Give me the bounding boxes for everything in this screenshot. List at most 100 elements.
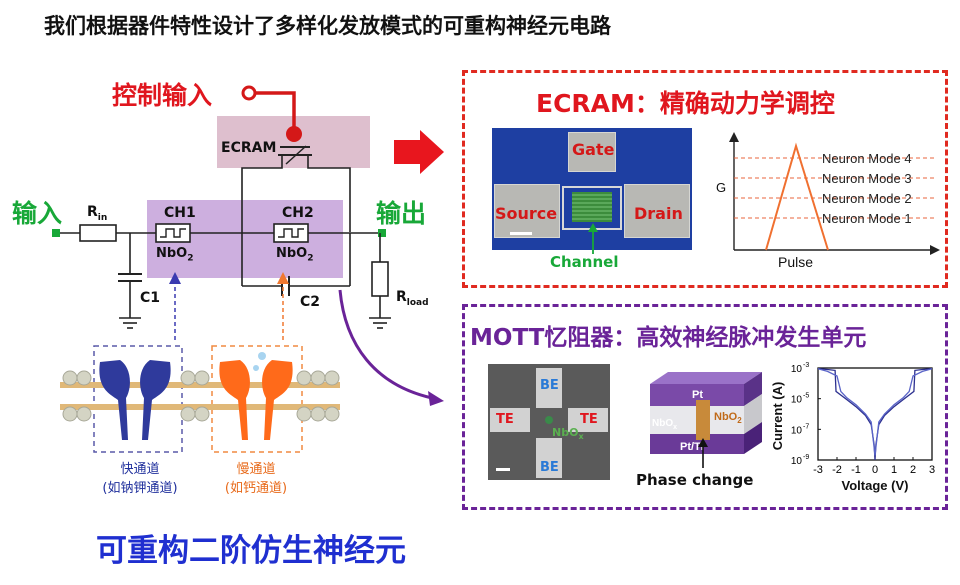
iv-x-tick-label: 2: [910, 464, 916, 476]
ch2-element: [273, 223, 309, 243]
rin-label: Rin: [87, 204, 107, 223]
bottom-title: 可重构二阶仿生神经元: [96, 533, 406, 569]
gate-pad: [568, 132, 616, 172]
drain-label: Drain: [634, 204, 683, 223]
iv-xlabel: Voltage (V): [842, 478, 909, 493]
source-pad: [494, 184, 560, 238]
ch1-material-formula: NbO: [156, 246, 188, 261]
iv-y-tick-label: 10: [791, 364, 803, 375]
iv-x-tick-label: 1: [891, 464, 897, 476]
ch2-material-formula: NbO: [276, 246, 308, 261]
rload-label: Rload: [396, 289, 429, 308]
gate-dot: [286, 126, 302, 142]
pt-label: Pt: [692, 389, 703, 401]
ch1-label: CH1: [164, 205, 196, 221]
purple-curved-arrow: [338, 289, 433, 400]
slow-channel-label: 慢通道 (如钙通道): [206, 458, 306, 496]
mode-label-4: Neuron Mode 4: [822, 151, 912, 166]
iv-ylabel: Current (A): [770, 382, 785, 451]
fast-channel-example: (如钠钾通道): [102, 481, 178, 496]
nbox-photo-formula: NbO: [552, 426, 579, 439]
be-pad-bottom: [536, 438, 562, 478]
ch1-material-subscript: 2: [187, 253, 194, 264]
input-label: 输入: [12, 199, 63, 228]
rload-symbol: R: [396, 289, 407, 305]
nbox-stack-subscript: x: [673, 424, 677, 431]
fast-channel-protein: [99, 360, 171, 440]
output-terminal: [378, 229, 386, 237]
te-pad-left: [490, 408, 530, 432]
mott-panel-title: MOTT忆阻器：高效神经脉冲发生单元: [470, 325, 867, 351]
iv-y-tick-exponent: -3: [803, 362, 809, 369]
channel-arrow: [588, 223, 598, 254]
ptti-label: Pt/Ti: [680, 441, 704, 453]
iv-y-tick-label: 10: [791, 395, 803, 406]
channel-label: Channel: [550, 253, 619, 271]
rload-resistor: [371, 261, 389, 297]
ch2-material: NbO2: [276, 246, 314, 264]
mode-label-3: Neuron Mode 3: [822, 171, 912, 186]
source-label: Source: [495, 204, 558, 223]
ch1-element: [155, 223, 191, 243]
be-pad-top: [536, 368, 562, 408]
phase-change-label: Phase change: [636, 471, 754, 489]
ecram-panel-title: ECRAM：精确动力学调控: [536, 89, 835, 118]
mott-device-photo: BE BE TE TE NbOx: [488, 364, 610, 480]
slow-channel-protein: [219, 360, 293, 440]
c1-label: C1: [140, 290, 161, 306]
rin-symbol: R: [87, 204, 98, 220]
mott-scale-bar: [496, 468, 510, 471]
red-arrow: [394, 130, 444, 174]
iv-series-line: [817, 368, 933, 456]
conductance-trace: [765, 142, 829, 251]
device-stack-diagram: Pt NbOx NbO2 Pt/Ti: [650, 372, 762, 468]
device-spot: [545, 416, 553, 424]
iv-series-line: [817, 368, 933, 461]
te-label-left: TE: [496, 412, 514, 427]
fast-channel-title: 快通道: [120, 462, 160, 477]
iv-x-tick-label: -2: [832, 464, 842, 476]
ch2-material-subscript: 2: [307, 253, 314, 264]
te-label-right: TE: [580, 412, 598, 427]
iv-x-tick-label: -3: [813, 464, 823, 476]
control-input-label: 控制输入: [112, 81, 213, 110]
iv-x-tick-label: 0: [872, 464, 878, 476]
rin-subscript: in: [97, 212, 108, 223]
iv-y-tick-exponent: -7: [803, 423, 809, 430]
iv-y-tick-label: 10: [791, 425, 803, 436]
fast-channel-label: 快通道 (如钠钾通道): [92, 458, 188, 496]
rload-subscript: load: [406, 297, 429, 308]
nbo2-stack-label: NbO2: [714, 411, 742, 425]
input-terminal: [52, 229, 60, 237]
iv-y-tick-exponent: -5: [803, 393, 809, 400]
nbo2-stack-formula: NbO: [714, 411, 738, 423]
iv-y-tick-exponent: -9: [803, 454, 809, 461]
ch2-label: CH2: [282, 205, 314, 221]
nbo2-filament: [696, 400, 710, 440]
neuron-mode-plot: G Pulse Neuron Mode 4 Neuron Mode 3 Neur…: [716, 132, 940, 270]
iv-y-tick-label: 10: [791, 456, 803, 467]
scale-bar: [510, 232, 532, 235]
nbox-stack-formula: NbO: [652, 418, 673, 429]
rin-resistor: [79, 224, 117, 242]
te-pad-right: [568, 408, 608, 432]
nbox-photo-subscript: x: [578, 432, 584, 442]
mode-label-1: Neuron Mode 1: [822, 211, 912, 226]
gate-label: Gate: [572, 140, 615, 159]
ecram-label: ECRAM: [221, 140, 277, 156]
nbox-stack-label: NbOx: [652, 418, 677, 431]
slow-channel-title: 慢通道: [236, 462, 276, 477]
ecram-panel: [462, 70, 948, 288]
slow-channel-example: (如钙通道): [224, 481, 288, 496]
drain-pad: [624, 184, 690, 238]
control-wire: [255, 91, 296, 130]
iv-x-tick-label: 3: [929, 464, 935, 476]
plot-xlabel: Pulse: [778, 254, 813, 270]
nbo2-stack-subscript: 2: [737, 416, 742, 425]
output-label: 输出: [376, 199, 427, 228]
be-label-top: BE: [540, 378, 559, 393]
mode-label-2: Neuron Mode 2: [822, 191, 912, 206]
plot-ylabel: G: [716, 180, 726, 195]
neuron-circuit-diagram: [52, 85, 444, 453]
